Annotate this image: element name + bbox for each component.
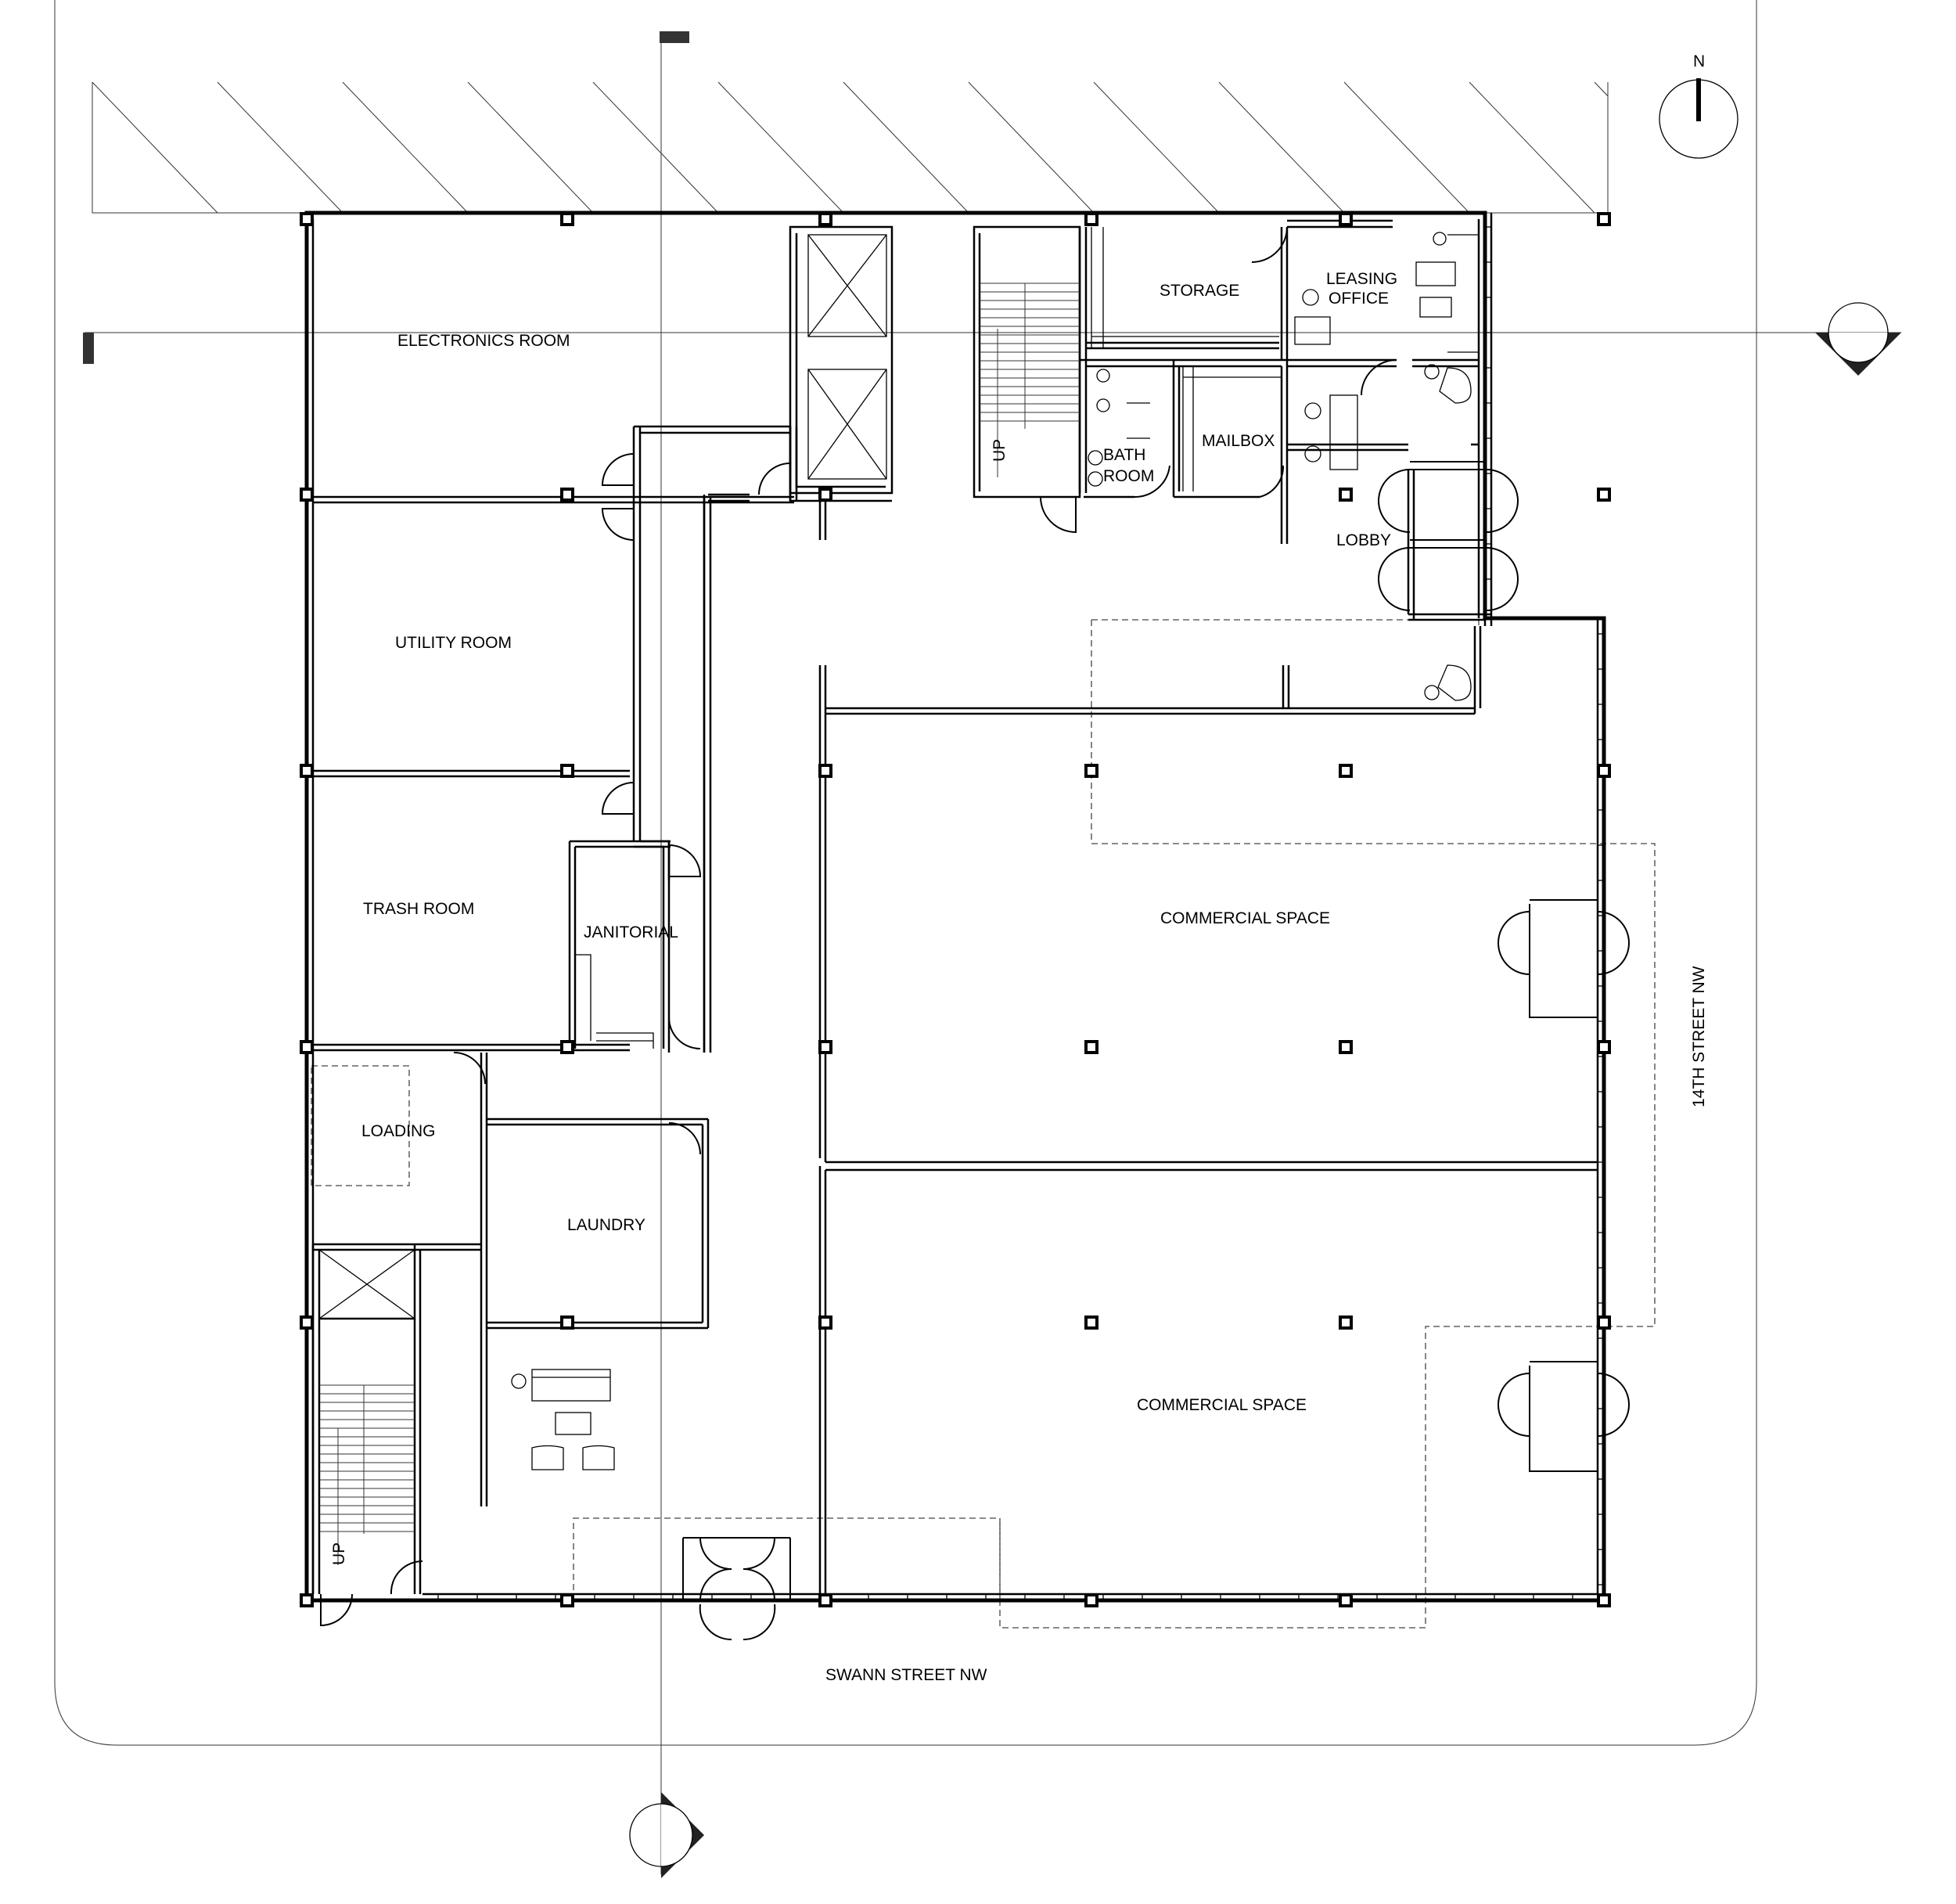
- column: [1339, 488, 1353, 502]
- column: [818, 212, 832, 226]
- label-mailbox: MAILBOX: [1202, 432, 1275, 450]
- site-boundary: [54, 0, 1757, 1746]
- column: [818, 764, 832, 778]
- column: [1339, 1316, 1353, 1330]
- column: [1084, 212, 1098, 226]
- label-commercial-upper: COMMERCIAL SPACE: [1160, 909, 1330, 927]
- label-utility-room: UTILITY ROOM: [395, 634, 512, 652]
- column: [300, 764, 314, 778]
- column: [560, 764, 574, 778]
- section-marker-east: [1815, 302, 1901, 376]
- column: [1597, 1316, 1611, 1330]
- column: [1597, 212, 1611, 226]
- label-14th-street: 14TH STREET NW: [1690, 966, 1708, 1107]
- doors: [320, 226, 1630, 1641]
- column: [560, 1593, 574, 1607]
- column: [818, 1040, 832, 1054]
- column: [818, 1316, 832, 1330]
- column: [1597, 1040, 1611, 1054]
- north-arrow-label: N: [1693, 52, 1705, 70]
- column: [818, 1593, 832, 1607]
- label-janitorial: JANITORIAL: [584, 923, 678, 941]
- column: [560, 1316, 574, 1330]
- north-arrow: N: [1659, 52, 1738, 159]
- section-line-horizontal: [83, 332, 1901, 364]
- stair-lower-up-label: UP: [330, 1542, 348, 1565]
- column: [560, 212, 574, 226]
- label-storage: STORAGE: [1160, 282, 1239, 300]
- label-commercial-lower: COMMERCIAL SPACE: [1137, 1396, 1307, 1414]
- column: [300, 212, 314, 226]
- column: [1597, 488, 1611, 502]
- hatched-strip: [92, 81, 1609, 214]
- elevator-shafts: [318, 234, 887, 1319]
- column: [300, 1040, 314, 1054]
- label-bath-line1: BATH: [1103, 446, 1145, 464]
- label-leasing-line2: OFFICE: [1329, 290, 1389, 308]
- label-lobby: LOBBY: [1336, 531, 1391, 549]
- column: [1597, 764, 1611, 778]
- label-swann-street: SWANN STREET NW: [825, 1666, 987, 1684]
- column: [1084, 764, 1098, 778]
- column: [1597, 1593, 1611, 1607]
- label-laundry: LAUNDRY: [567, 1216, 645, 1234]
- column: [560, 488, 574, 502]
- label-trash-room: TRASH ROOM: [363, 900, 474, 918]
- section-line-vertical: [660, 31, 689, 1874]
- column: [1339, 1040, 1353, 1054]
- column: [1339, 212, 1353, 226]
- label-leasing-line1: LEASING: [1326, 270, 1397, 288]
- column: [300, 1593, 314, 1607]
- column: [1084, 1040, 1098, 1054]
- column: [300, 1316, 314, 1330]
- section-marker-south: [629, 1792, 704, 1878]
- structural-columns: [300, 212, 1611, 1607]
- stair-upper-up-label: UP: [991, 439, 1009, 462]
- street-labels: SWANN STREET NW 14TH STREET NW: [825, 966, 1708, 1684]
- label-electronics-room: ELECTRONICS ROOM: [397, 332, 570, 350]
- column: [560, 1040, 574, 1054]
- stairs: [319, 283, 1080, 1565]
- column: [1339, 764, 1353, 778]
- label-bath-line2: ROOM: [1103, 467, 1154, 485]
- column: [818, 488, 832, 502]
- room-labels: ELECTRONICS ROOM UTILITY ROOM TRASH ROOM…: [361, 270, 1397, 1414]
- label-loading: LOADING: [361, 1122, 436, 1140]
- column: [1084, 1316, 1098, 1330]
- exterior-walls: [304, 211, 1606, 1603]
- column: [1339, 1593, 1353, 1607]
- column: [300, 488, 314, 502]
- column: [1084, 1593, 1098, 1607]
- interior-walls: [311, 219, 1598, 1594]
- furniture: [511, 227, 1480, 1470]
